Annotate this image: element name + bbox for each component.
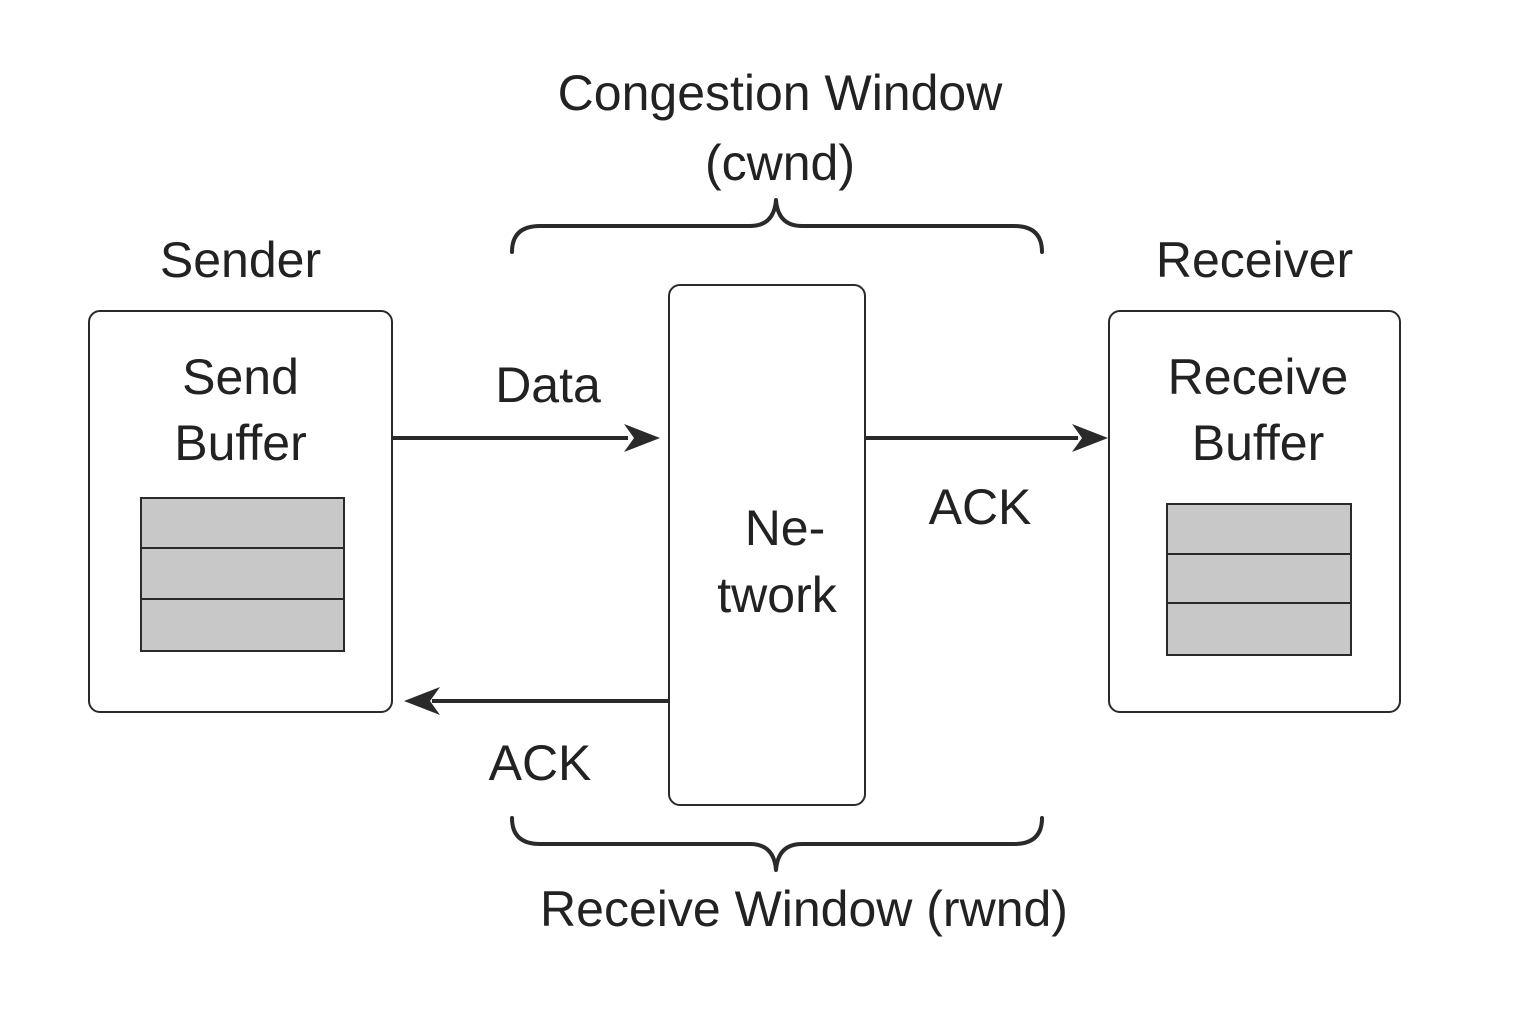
network-label-line2: twork — [717, 567, 837, 623]
receive-buffer-slot — [1168, 505, 1350, 555]
network-box — [668, 284, 866, 806]
receive-buffer-slot — [1168, 555, 1350, 605]
send-buffer — [140, 497, 345, 652]
ack-right-label: ACK — [928, 479, 1032, 535]
network-to-receiver-arrow — [866, 424, 1108, 452]
ack-left-label: ACK — [488, 735, 592, 791]
rwnd-brace — [510, 816, 1044, 872]
send-buffer-slot — [142, 549, 343, 600]
send-buffer-slot — [142, 499, 343, 550]
send-buffer-label-line1: Send — [182, 349, 299, 405]
cwnd-brace — [510, 198, 1044, 254]
receive-buffer — [1166, 503, 1352, 656]
congestion-window-abbrev: (cwnd) — [704, 135, 856, 191]
network-label-line1: Ne- — [744, 500, 826, 556]
data-arrow — [393, 424, 660, 452]
receive-window-label: Receive Window (rwnd) — [540, 881, 1068, 937]
ack-arrow — [404, 687, 668, 715]
receiver-title: Receiver — [1155, 232, 1354, 288]
send-buffer-label-line2: Buffer — [174, 415, 307, 471]
receive-buffer-label-line1: Receive — [1167, 349, 1349, 405]
congestion-window-title: Congestion Window — [557, 65, 1003, 121]
receive-buffer-label-line2: Buffer — [1191, 415, 1325, 471]
sender-title: Sender — [159, 232, 322, 288]
data-arrow-label: Data — [495, 357, 601, 413]
